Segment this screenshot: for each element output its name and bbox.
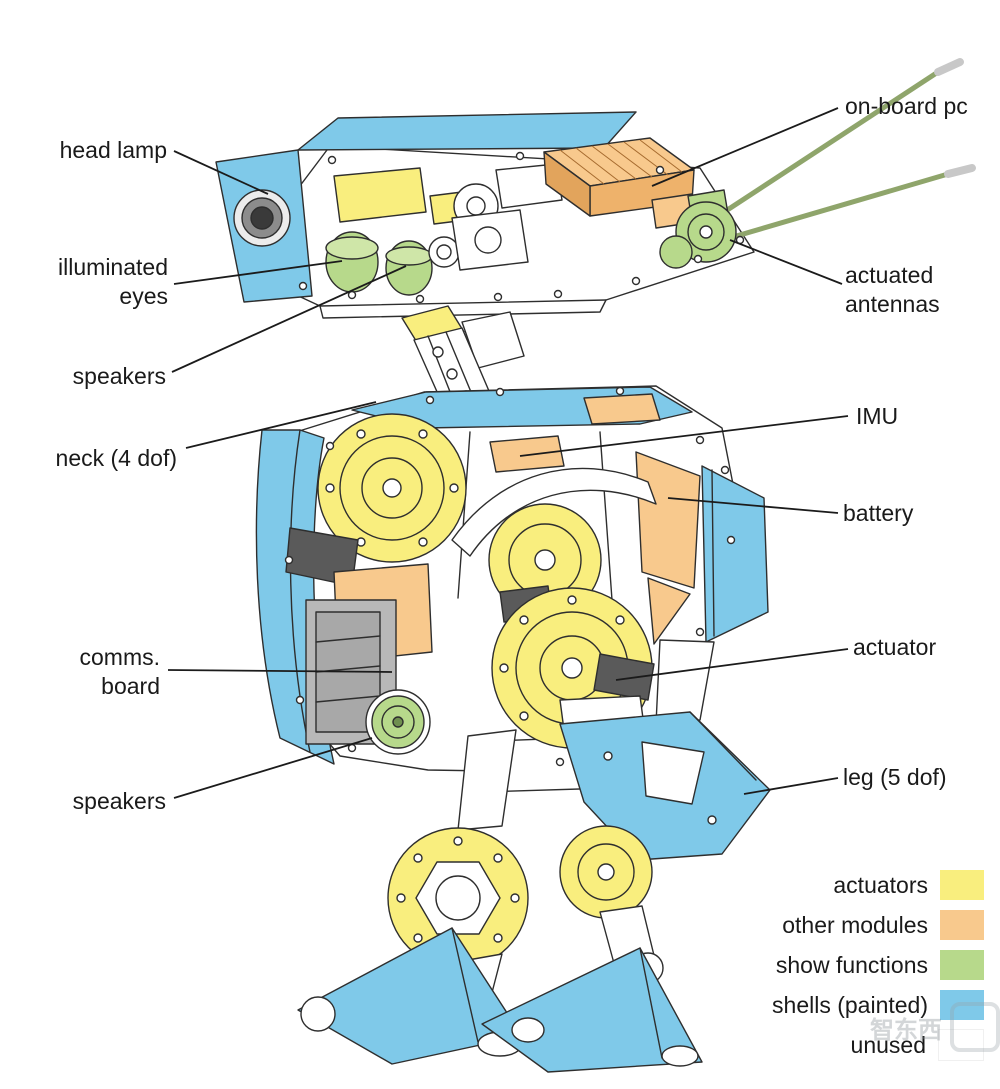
legend: actuators other modules show functions s… <box>772 870 984 1061</box>
leader-speakers-bottom <box>173 737 373 799</box>
watermark-logo <box>950 1002 1000 1052</box>
head-speaker <box>428 236 460 268</box>
thigh-shield <box>559 711 771 861</box>
illuminated-eye-right <box>385 240 433 296</box>
torso-assembly <box>255 385 769 793</box>
leader-actuated-antennas <box>729 239 843 285</box>
label-illuminated-eyes: illuminated eyes <box>58 254 168 309</box>
label-actuator: actuator <box>853 634 937 660</box>
legend-label-shells: shells (painted) <box>772 991 928 1018</box>
legend-swatch-actuators <box>940 870 984 900</box>
label-speakers-top: speakers <box>72 363 166 389</box>
legend-row-other-modules: other modules <box>772 910 984 940</box>
leader-leg <box>743 777 839 795</box>
legend-swatch-show-functions <box>940 950 984 980</box>
label-head-lamp: head lamp <box>59 137 167 163</box>
torso-speaker <box>365 689 431 755</box>
legend-row-actuators: actuators <box>772 870 984 900</box>
antenna-upper <box>710 58 964 223</box>
torso-right-shell <box>701 465 769 643</box>
watermark: 智东西 <box>870 1002 1000 1052</box>
head-assembly <box>215 58 976 319</box>
antenna-assembly <box>659 58 976 269</box>
right-knee-actuator <box>559 825 653 919</box>
leader-neck <box>185 401 377 449</box>
actuator-connector <box>593 653 655 701</box>
leader-head-lamp <box>173 150 269 195</box>
legend-row-unused: unused <box>772 1029 984 1061</box>
label-actuated-antennas: actuated antennas <box>845 262 940 317</box>
head-lamp-lens <box>233 189 291 247</box>
legend-swatch-shells <box>940 990 984 1020</box>
legend-row-shells: shells (painted) <box>772 990 984 1020</box>
legend-row-show-functions: show functions <box>772 950 984 980</box>
antenna-lower <box>715 164 976 245</box>
label-comms-board: comms. board <box>79 644 161 699</box>
label-onboard-pc: on-board pc <box>845 93 968 119</box>
leader-comms-board <box>167 669 393 673</box>
leader-battery <box>667 497 839 514</box>
head-bolts <box>298 151 745 304</box>
head-top-shell <box>297 111 637 151</box>
onboard-pc-heatsink <box>543 137 697 229</box>
legend-label-actuators: actuators <box>833 871 928 898</box>
legend-label-show-functions: show functions <box>775 951 928 978</box>
right-foot <box>481 947 703 1073</box>
battery-panel <box>635 451 701 645</box>
label-leg: leg (5 dof) <box>843 764 947 790</box>
watermark-text: 智东西 <box>870 1016 942 1044</box>
right-leg <box>481 695 771 1073</box>
leader-imu <box>519 415 849 457</box>
left-foot <box>297 927 523 1065</box>
label-battery: battery <box>843 500 914 526</box>
leader-actuator <box>615 648 849 681</box>
legend-label-unused: unused <box>850 1031 926 1058</box>
leader-onboard-pc <box>651 107 839 187</box>
legend-label-other-modules: other modules <box>782 911 928 938</box>
label-speakers-bottom: speakers <box>72 788 166 814</box>
left-leg <box>297 729 529 1065</box>
label-neck: neck (4 dof) <box>55 445 177 471</box>
left-knee-actuator <box>387 827 529 969</box>
legend-swatch-other-modules <box>940 910 984 940</box>
leader-speakers-top <box>171 265 407 373</box>
leader-lines <box>167 107 849 799</box>
label-imu: IMU <box>856 403 899 429</box>
leader-illuminated-eyes <box>173 260 343 285</box>
illuminated-eye-left <box>325 231 379 293</box>
legend-swatch-unused <box>938 1029 984 1061</box>
frame-hoop <box>451 467 657 557</box>
shoulder-actuator <box>317 413 467 563</box>
imu-module <box>489 435 565 473</box>
